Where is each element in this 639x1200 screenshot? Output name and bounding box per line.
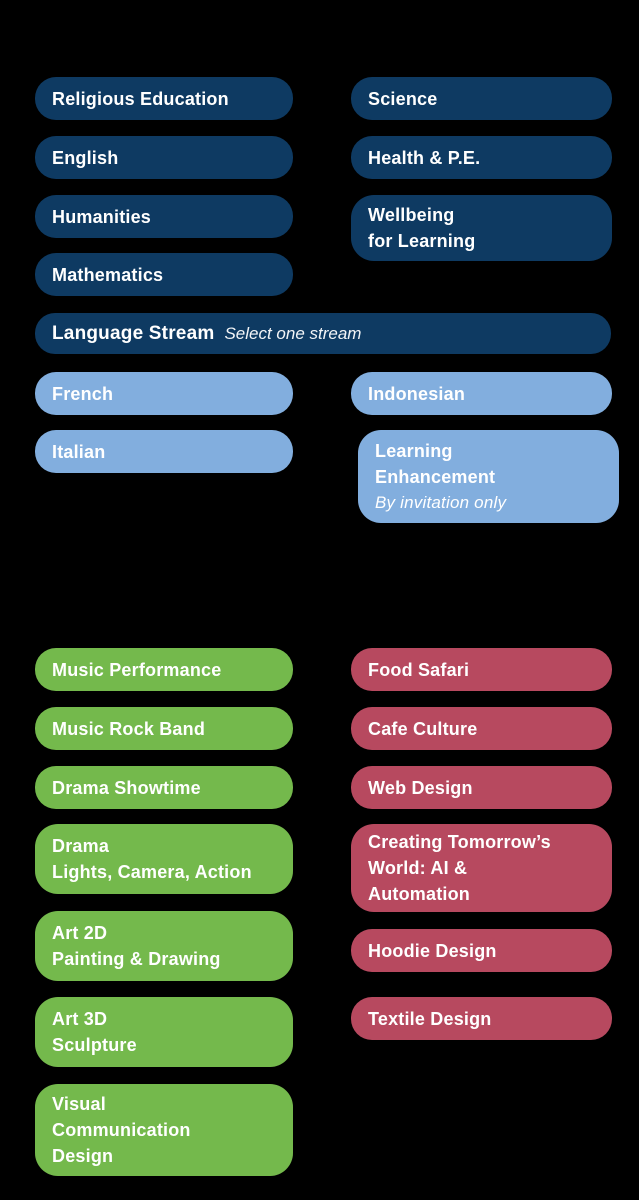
pill-creating-tomorrows-world-ai-automation: Creating Tomorrow’s World: AI & Automati… [351, 824, 612, 912]
pill-label: Humanities [52, 206, 152, 227]
pill-label-line1: Visual [52, 1094, 106, 1114]
pill-label: Health & P.E. [368, 147, 481, 168]
pill-label: Music Performance [52, 659, 222, 680]
pill-label: Science [368, 88, 438, 109]
pill-label: Mathematics [52, 264, 164, 285]
pill-label: Music Rock Band [52, 718, 206, 739]
language-stream-subtitle: Select one stream [224, 323, 362, 343]
pill-web-design: Web Design [351, 766, 612, 809]
pill-indonesian: Indonesian [351, 372, 612, 415]
pill-label-line1: Art 3D [52, 1009, 108, 1029]
language-stream-title: Language Stream [52, 322, 215, 344]
pill-label-line1: Art 2D [52, 923, 108, 943]
pill-drama-lights-camera-action: Drama Lights, Camera, Action [35, 824, 293, 894]
pill-label: French [52, 383, 114, 404]
pill-label-line2: Sculpture [52, 1035, 137, 1055]
pill-label-line1: Creating Tomorrow’s [368, 832, 551, 852]
pill-humanities: Humanities [35, 195, 293, 238]
pill-label: English [52, 147, 119, 168]
pill-label-line3: Design [52, 1146, 114, 1166]
pill-drama-showtime: Drama Showtime [35, 766, 293, 809]
pill-textile-design: Textile Design [351, 997, 612, 1040]
pill-art-2d-painting-drawing: Art 2D Painting & Drawing [35, 911, 293, 981]
pill-label-line2: Lights, Camera, Action [52, 862, 252, 882]
pill-label: Cafe Culture [368, 718, 478, 739]
pill-wellbeing-for-learning: Wellbeing for Learning [351, 195, 612, 261]
pill-label: Indonesian [368, 383, 466, 404]
pill-label: Drama Showtime [52, 777, 201, 798]
pill-label: Web Design [368, 777, 473, 798]
pill-art-3d-sculpture: Art 3D Sculpture [35, 997, 293, 1067]
pill-learning-enhancement: Learning Enhancement By invitation only [358, 430, 619, 523]
pill-label-line2: Communication [52, 1120, 191, 1140]
pill-music-performance: Music Performance [35, 648, 293, 691]
pill-label: Food Safari [368, 659, 470, 680]
pill-english: English [35, 136, 293, 179]
pill-cafe-culture: Cafe Culture [351, 707, 612, 750]
pill-label-line2: for Learning [368, 231, 476, 251]
pill-label: Italian [52, 441, 106, 462]
language-stream-header: Language Stream Select one stream [35, 313, 611, 354]
pill-visual-communication-design: Visual Communication Design [35, 1084, 293, 1176]
pill-food-safari: Food Safari [351, 648, 612, 691]
pill-label: Textile Design [368, 1008, 492, 1029]
pill-label-line1: Learning [375, 440, 453, 461]
pill-label-line2: Enhancement [375, 466, 496, 487]
pill-label-line2: World: AI & [368, 858, 468, 878]
pill-label-line1: Drama [52, 836, 110, 856]
pill-science: Science [351, 77, 612, 120]
pill-italian: Italian [35, 430, 293, 473]
pill-label: Religious Education [52, 88, 229, 109]
pill-label-line1: Wellbeing [368, 205, 455, 225]
pill-label-line3: Automation [368, 884, 470, 904]
pill-french: French [35, 372, 293, 415]
pill-note: By invitation only [375, 492, 507, 512]
pill-hoodie-design: Hoodie Design [351, 929, 612, 972]
pill-religious-education: Religious Education [35, 77, 293, 120]
pill-music-rock-band: Music Rock Band [35, 707, 293, 750]
pill-mathematics: Mathematics [35, 253, 293, 296]
pill-label-line2: Painting & Drawing [52, 949, 221, 969]
pill-health-pe: Health & P.E. [351, 136, 612, 179]
pill-label: Hoodie Design [368, 940, 497, 961]
